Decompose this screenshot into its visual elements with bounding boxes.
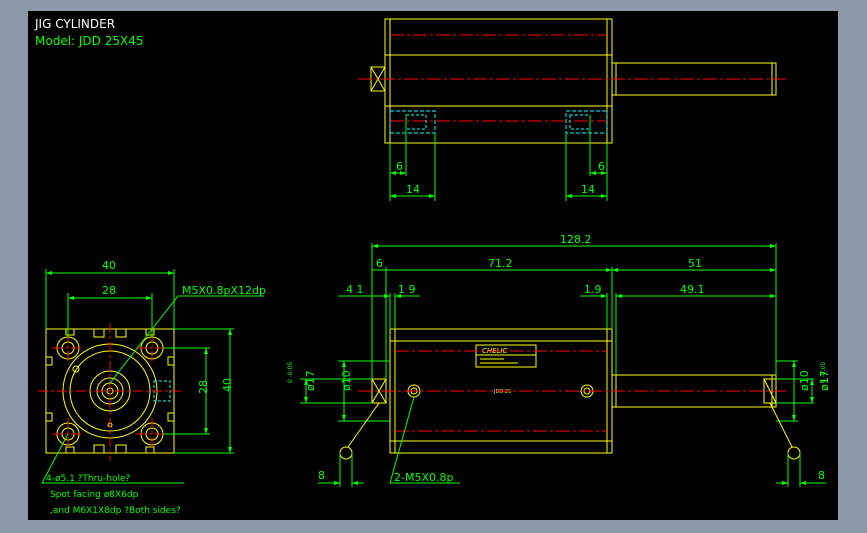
top-hidden-slot xyxy=(389,110,436,134)
dim-top-14-right: 14 xyxy=(581,183,595,196)
front-notches-bottom xyxy=(65,444,155,453)
dim-side-dia10-right: ø10 xyxy=(798,370,811,391)
nameplate-info-box xyxy=(475,354,537,368)
dim-side-41: 4 1 xyxy=(346,283,364,296)
hole-note-3: ,and M6X1X8dp ?Both sides? xyxy=(50,506,181,516)
port-note: M5X0.8pX12dp xyxy=(182,284,266,297)
front-ext-lines xyxy=(45,269,234,454)
dim-side-491: 49.1 xyxy=(680,283,705,296)
side-left-dia-ext xyxy=(300,360,390,422)
top-hidden-slot-inner xyxy=(405,114,427,130)
side-ext-lines xyxy=(371,243,777,379)
top-body-outline xyxy=(384,18,613,144)
dim-side-6: 6 xyxy=(376,257,383,270)
front-view: 40 28 28 40 M5X0.8pX12dp 4-ø5.1 ?Thru-ho… xyxy=(38,259,266,516)
port-leader xyxy=(109,295,264,384)
cad-drawing: JIG CYLINDER Model: JDD 25X45 xyxy=(34,17,831,516)
dim-front-28-height: 28 xyxy=(197,380,210,394)
dim-top-6-left: 6 xyxy=(396,160,403,173)
hole-leader xyxy=(41,433,184,484)
top-view: 6 14 6 14 xyxy=(358,18,788,201)
dim-side-dia17-right: ø17 xyxy=(818,370,831,391)
side-rod-end-x xyxy=(763,378,777,404)
dim-side-19b: 1.9 xyxy=(584,283,602,296)
side-model-text: JDD 25 xyxy=(493,389,511,395)
dim-side-8-left: 8 xyxy=(318,469,325,482)
hole-note-2: Spot facing ø8X6dp xyxy=(50,490,139,500)
dim-front-40-height: 40 xyxy=(221,378,234,392)
dim-side-51: 51 xyxy=(688,257,702,270)
side-view: CHELIC JDD 25 xyxy=(287,233,831,487)
dim-side-71: 71.2 xyxy=(488,257,513,270)
side-screw-right-head xyxy=(787,446,801,460)
side-screw-right xyxy=(769,402,793,448)
front-notches-top xyxy=(65,329,155,338)
dim-top-6-right: 6 xyxy=(598,160,605,173)
side-screw-left xyxy=(347,402,380,448)
dim-side-overall: 128.2 xyxy=(560,233,592,246)
model-label: Model: JDD 25X45 xyxy=(35,34,143,48)
drawing-title: JIG CYLINDER xyxy=(34,17,115,31)
dim-top-14-left: 14 xyxy=(406,183,420,196)
dim-side-8-right: 8 xyxy=(818,469,825,482)
front-notches-side xyxy=(46,356,174,422)
dim-side-tol-left: 0 -0.05 xyxy=(287,362,294,383)
dim-side-dia10-left: ø10 xyxy=(340,370,353,391)
drawing-canvas[interactable]: JIG CYLINDER Model: JDD 25X45 xyxy=(28,11,838,520)
dim-side-dia17-left: ø17 xyxy=(304,370,317,391)
dim-front-40-width: 40 xyxy=(102,259,116,272)
side-center-lines xyxy=(358,350,788,432)
front-center-lines xyxy=(38,323,184,461)
tap-note: 2-M5X0.8p xyxy=(394,471,453,484)
tap-leader xyxy=(389,396,460,484)
side-screw-left-head xyxy=(339,446,353,460)
dim-front-28-width: 28 xyxy=(102,284,116,297)
top-hidden-slot-inner xyxy=(569,114,591,130)
dim-side-19a: 1 9 xyxy=(398,283,416,296)
side-end-fitting-x xyxy=(371,378,387,404)
dim-side-tol-right: 0 -0.05 xyxy=(820,362,827,383)
top-hidden-slot xyxy=(565,110,608,134)
hole-note-1: 4-ø5.1 ?Thru-hole? xyxy=(46,474,131,484)
